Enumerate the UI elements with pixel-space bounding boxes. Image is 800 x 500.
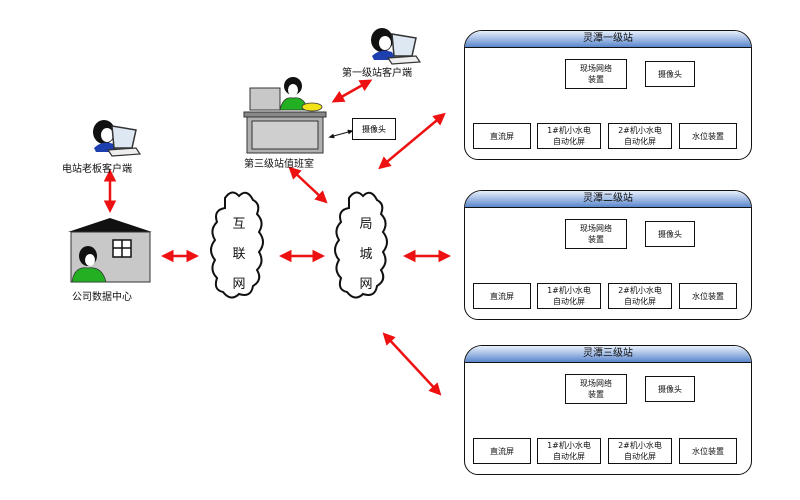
device-box: 2#机小水电自动化屏 [608, 123, 672, 149]
device-box: 1#机小水电自动化屏 [537, 123, 601, 149]
device-box: 2#机小水电自动化屏 [608, 283, 672, 309]
camera-box: 摄像头 [645, 61, 695, 87]
level1-client-icon [371, 28, 422, 65]
boss-client-label: 电站老板客户端 [62, 164, 132, 175]
link-duty-camera [328, 129, 354, 139]
station-title: 灵潭三级站 [465, 346, 751, 363]
camera-box: 摄像头 [645, 221, 695, 247]
device-box: 直流屏 [473, 283, 531, 309]
duty-room-label: 第三级站值班室 [244, 159, 314, 170]
device-box: 水位装置 [679, 123, 737, 149]
network-device-box: 现场网络装置 [565, 59, 627, 89]
lan-cloud [334, 191, 388, 299]
link-lan-station3 [382, 332, 442, 396]
internet-char-1: 互 [232, 217, 246, 232]
internet-cloud [210, 191, 264, 299]
device-box: 水位装置 [679, 438, 737, 464]
camera-box: 摄像头 [645, 376, 695, 402]
data-center-label: 公司数据中心 [72, 292, 132, 303]
device-box: 直流屏 [473, 123, 531, 149]
boss-client-icon [93, 120, 142, 157]
link-duty-lan [288, 166, 328, 204]
level1-client-label: 第一级站客户端 [342, 68, 412, 79]
lan-char-1: 局 [359, 217, 373, 232]
link-duty-level1 [331, 79, 373, 103]
station-title: 灵潭二级站 [465, 191, 751, 208]
internet-char-3: 网 [232, 277, 246, 292]
link-lan-station1 [378, 112, 446, 170]
device-box: 直流屏 [473, 438, 531, 464]
station-title: 灵潭一级站 [465, 31, 751, 48]
lan-char-3: 网 [359, 277, 373, 292]
links [103, 79, 451, 396]
network-device-box: 现场网络装置 [565, 374, 627, 404]
device-box: 水位装置 [679, 283, 737, 309]
device-box: 1#机小水电自动化屏 [537, 438, 601, 464]
device-box: 1#机小水电自动化屏 [537, 283, 601, 309]
internet-char-2: 联 [232, 247, 246, 262]
duty-room-icon [243, 77, 327, 154]
data-center-icon [68, 218, 152, 283]
lan-char-2: 城 [359, 247, 373, 262]
network-device-box: 现场网络装置 [565, 219, 627, 249]
duty-camera-box: 摄像头 [352, 118, 396, 140]
device-box: 2#机小水电自动化屏 [608, 438, 672, 464]
